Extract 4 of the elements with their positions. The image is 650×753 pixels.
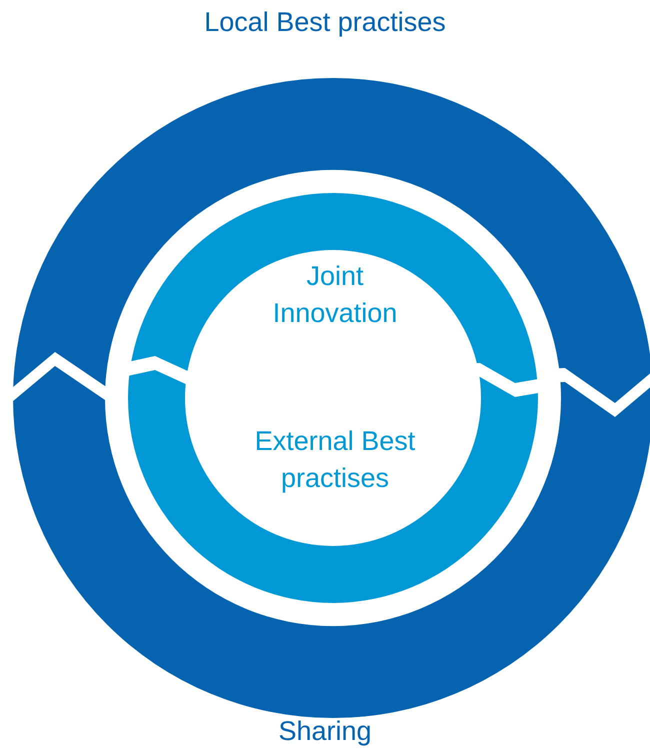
- segment-label: Joint Innovation: [272, 260, 398, 330]
- segment-label: Sharing: [277, 715, 373, 748]
- segment-label: Local Best practises: [203, 6, 447, 39]
- segment-label: External Best practises: [254, 425, 416, 495]
